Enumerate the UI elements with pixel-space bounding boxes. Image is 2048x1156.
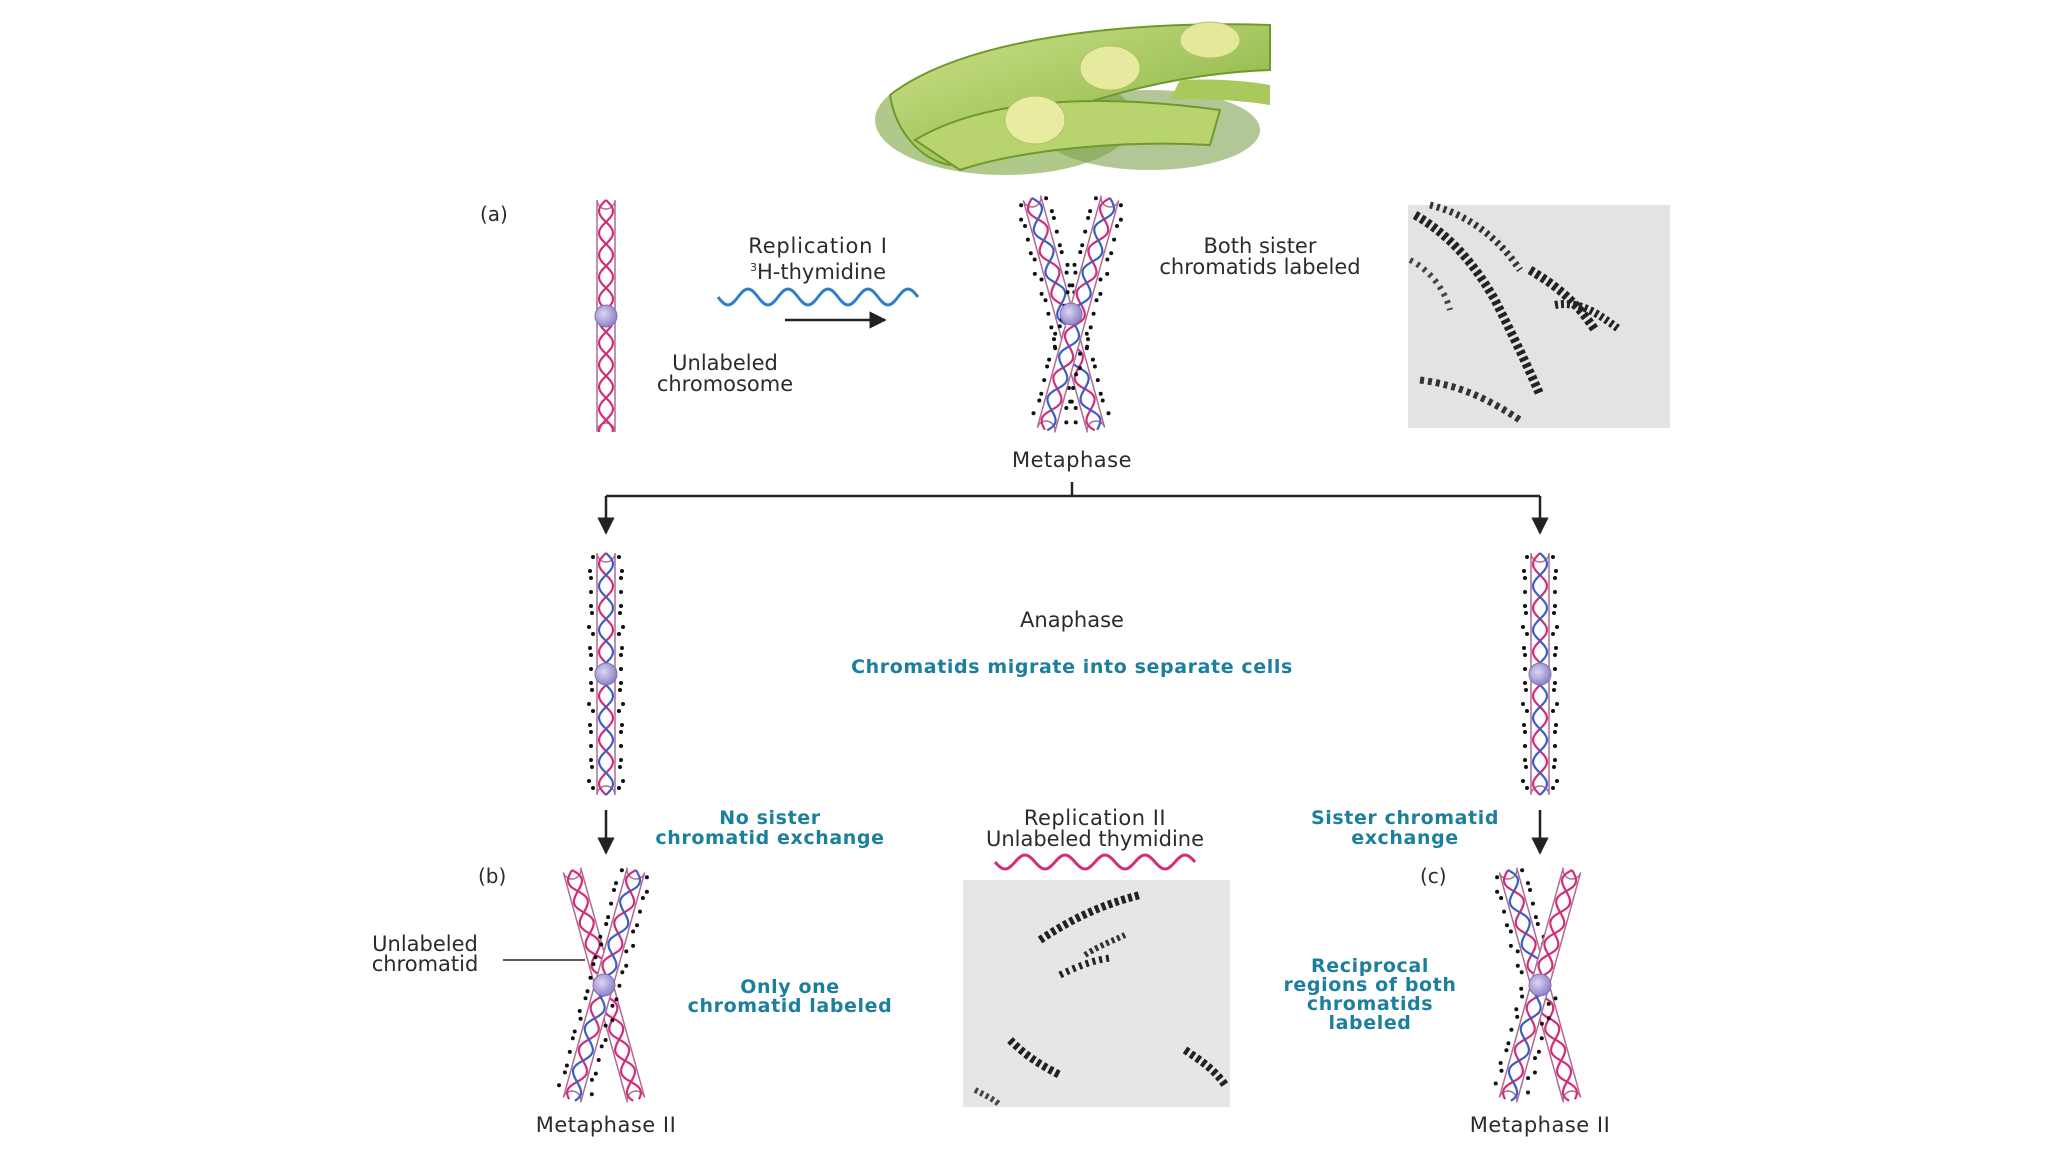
unlabeled-chromatid-line2: chromatid	[371, 952, 479, 976]
unlabeled-chromosome-line1: Unlabeled	[672, 351, 778, 375]
exchange-line2: exchange	[1351, 827, 1459, 849]
centromere-a	[594, 304, 618, 328]
thymidine-superscript: 3	[749, 261, 757, 274]
panel-label-a: (a)	[480, 202, 508, 226]
reciprocal-line1: Reciprocal	[1311, 955, 1429, 977]
centromere-c	[1528, 973, 1552, 997]
arrows	[503, 311, 1549, 961]
thymidine-wave-blue	[716, 287, 920, 307]
thymidine-wave-pink	[993, 853, 1197, 871]
exchange-line1: Sister chromatid	[1310, 807, 1500, 829]
panel-label-b: (b)	[478, 864, 507, 888]
panel-label-c: (c)	[1420, 864, 1447, 888]
no-exchange-line1: No sister	[719, 807, 821, 829]
reciprocal-line2: regions of both	[1283, 974, 1457, 996]
reciprocal-line3: chromatids	[1306, 993, 1434, 1015]
only-one-line2: chromatid labeled	[687, 995, 893, 1017]
replication-two-line2: Unlabeled thymidine	[985, 827, 1205, 851]
replication-one-label: Replication I	[748, 234, 888, 258]
reciprocal-line4: labeled	[1328, 1012, 1412, 1034]
centromere-anaphase-right	[1528, 662, 1552, 686]
centromere-metaphase	[1059, 302, 1083, 326]
fava-bean-photo	[875, 21, 1271, 175]
unlabeled-chromatid-line1: Unlabeled	[372, 932, 478, 956]
unlabeled-chromosome-line2: chromosome	[656, 372, 794, 396]
metaphase-two-right-label: Metaphase II	[1469, 1113, 1611, 1137]
autoradiograph-photo-two	[963, 880, 1230, 1108]
centromere-b	[592, 973, 616, 997]
metaphase-label: Metaphase	[1011, 448, 1132, 472]
centromere-anaphase-left	[594, 662, 618, 686]
metaphase-two-left-label: Metaphase II	[535, 1113, 677, 1137]
both-sister-line1: Both sister	[1203, 234, 1317, 258]
no-exchange-line2: chromatid exchange	[655, 827, 885, 849]
autoradiograph-photo-one	[1408, 201, 1670, 428]
replication-two-line1: Replication II	[1023, 806, 1167, 830]
anaphase-label: Anaphase	[1020, 608, 1124, 632]
migrate-label: Chromatids migrate into separate cells	[851, 656, 1293, 678]
only-one-line1: Only one	[740, 976, 840, 998]
both-sister-line2: chromatids labeled	[1159, 255, 1361, 279]
thymidine-one-text: H-thymidine	[756, 260, 887, 284]
thymidine-one-label: 3H-thymidine	[718, 257, 918, 283]
